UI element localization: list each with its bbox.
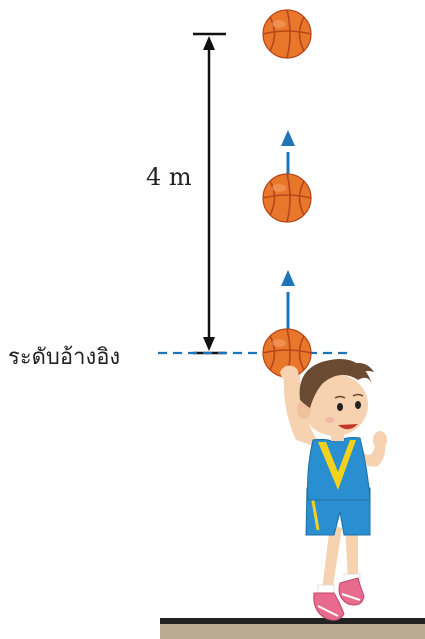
- up-arrow-icon: [281, 130, 295, 175]
- hand-fingers: [280, 365, 299, 380]
- floor-edge: [160, 618, 425, 624]
- height-label: 4 m: [146, 163, 192, 191]
- up-arrow-icon: [281, 270, 295, 330]
- reference-level-label: ระดับอ้างอิง: [8, 345, 121, 370]
- height-dimension-line: [193, 32, 226, 355]
- basketball-icon: [262, 173, 312, 223]
- boy-player-illustration: [279, 359, 387, 621]
- basketball-icon: [262, 9, 312, 59]
